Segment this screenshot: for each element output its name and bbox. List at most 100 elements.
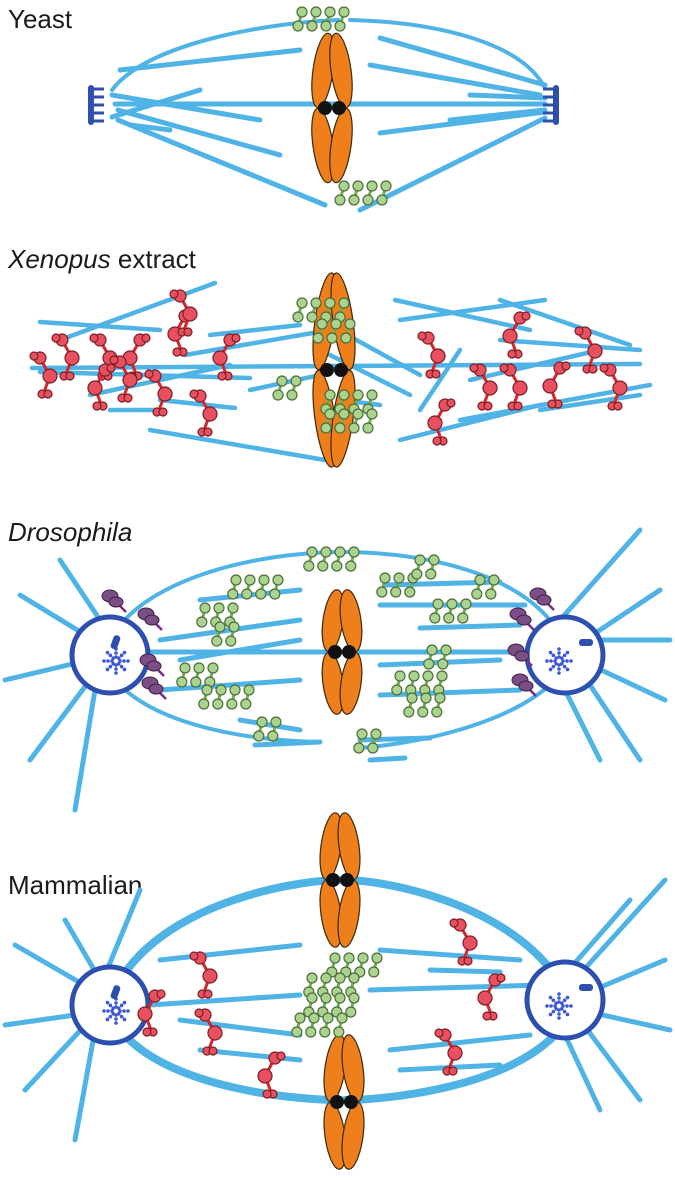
pcm-bead [106,1009,110,1013]
red-motor [194,1008,223,1056]
motor-head [262,1089,272,1099]
motor-head [390,586,402,598]
red-motor [189,951,218,999]
motor-head [502,328,518,344]
microtubule [377,35,548,88]
pcm-bead [551,664,556,669]
motor-head [320,972,332,984]
mammalian-spindle [2,812,673,1170]
pcm-bead [557,667,561,671]
pcm-bead [117,656,121,660]
pcm-bead [557,1008,561,1012]
red-motor [499,363,528,411]
pcm-bead [557,1016,561,1020]
green-motor-crosslinker [227,574,284,600]
motor-head [201,684,213,696]
motor-head [296,6,308,18]
pcm-bead [108,653,113,658]
pcm-bead [110,1009,114,1013]
microtubule [367,755,408,763]
motor-head [303,560,315,572]
motor-head [343,952,355,964]
pcm-bead [117,662,121,666]
motor-head [316,318,328,330]
motor-head [267,730,279,742]
motor-head [64,350,80,366]
motor-head [417,331,427,341]
red-motor [599,363,628,411]
microtubule [102,887,143,978]
pcm-bead [557,663,561,667]
motor-head [352,389,364,401]
microtubule [562,687,603,763]
microtubule [357,735,433,743]
microtubule [37,319,163,333]
motor-head [376,194,388,206]
motor-head [334,20,346,32]
motor-head [324,297,336,309]
chromatid-arm [337,879,361,948]
motor-head [253,730,265,742]
motor-head [338,6,350,18]
chromosome [311,32,353,184]
microtubule [207,322,303,338]
spindle-pole-body [543,85,559,125]
motor-head [513,401,523,411]
motor-head [231,333,241,343]
motor-head [169,289,179,299]
motor-head [87,380,103,396]
motor-head [226,698,238,710]
microtubule [237,717,303,733]
microtubule [447,107,548,123]
green-motor-crosslinker [303,992,360,1018]
motor-head [179,662,191,674]
microtubule [157,397,238,411]
green-motor-crosslinker [198,684,255,710]
motor-head [338,389,350,401]
pcm-bead [114,655,118,659]
motor-head [428,554,440,566]
motor-head [227,588,239,600]
microtubule [392,297,533,333]
microtubule [497,337,643,353]
red-motor [542,361,571,409]
motor-head [306,992,318,1004]
microtubule [127,122,173,133]
microtubule [116,1026,344,1104]
motor-head [269,588,281,600]
motor-head [92,401,102,411]
motor-head [109,355,119,365]
microtubule [348,18,547,90]
motor-head [317,560,329,572]
red-motor [109,355,138,403]
microtubule [113,550,342,634]
green-motor-crosslinker [411,554,440,580]
pcm-bead [102,1009,106,1013]
motor-head [485,588,497,600]
pcm-bead [114,1001,118,1005]
motor-head [436,670,448,682]
microtubule [377,947,523,963]
pcm-bead [560,656,564,660]
pcm-bead [561,1004,565,1008]
centrosome [69,964,151,1046]
motor-head [198,698,210,710]
kinetochore [320,363,334,377]
motor-head [362,194,374,206]
pcm-bead [122,1017,127,1022]
motor-head [366,180,378,192]
motor-head [272,389,284,401]
microtubule [467,347,603,383]
chromatid-arm [339,589,363,653]
drosophila-label: Drosophila [8,519,132,545]
microtubule [377,687,523,698]
motor-head [156,989,166,999]
motor-head [29,351,39,361]
pcm-bead [105,1017,110,1022]
motor-head [43,389,53,399]
red-motor [144,369,173,417]
motor-head [333,1026,345,1038]
motor-head [518,680,534,692]
motor-head [499,363,509,373]
pcm-bead [105,650,110,655]
